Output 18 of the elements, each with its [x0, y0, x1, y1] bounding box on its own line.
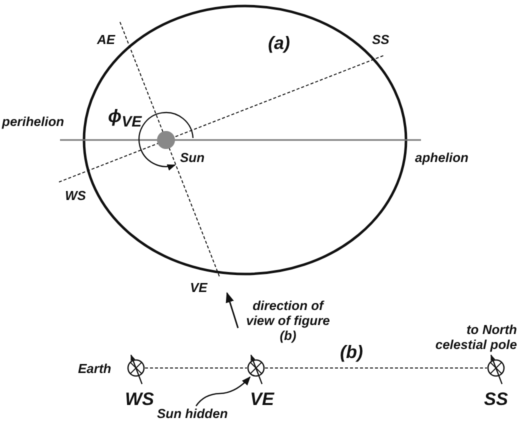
- panel-label: (a): [268, 33, 290, 53]
- angle-label: ϕ$_{VE}$: [108, 106, 142, 133]
- note-text: direction of view of figure (b): [245, 298, 331, 343]
- point-label: VE: [250, 389, 274, 409]
- point-label: SS: [372, 32, 390, 47]
- caption-text: Sun hidden: [157, 406, 228, 421]
- point-label: aphelion: [415, 150, 468, 165]
- sun-label: Sun: [180, 150, 205, 165]
- point-label: WS: [125, 389, 154, 409]
- point-label: WS: [65, 188, 86, 203]
- point-label: perihelion: [2, 114, 64, 129]
- point-label: AE: [97, 32, 116, 47]
- point-label: SS: [484, 389, 508, 409]
- caption-text: Earth: [78, 361, 112, 376]
- panel-label: (b): [340, 342, 363, 362]
- leader-line: [196, 376, 251, 406]
- caption-text: to North celestial pole: [434, 322, 517, 352]
- point-label: VE: [190, 280, 208, 295]
